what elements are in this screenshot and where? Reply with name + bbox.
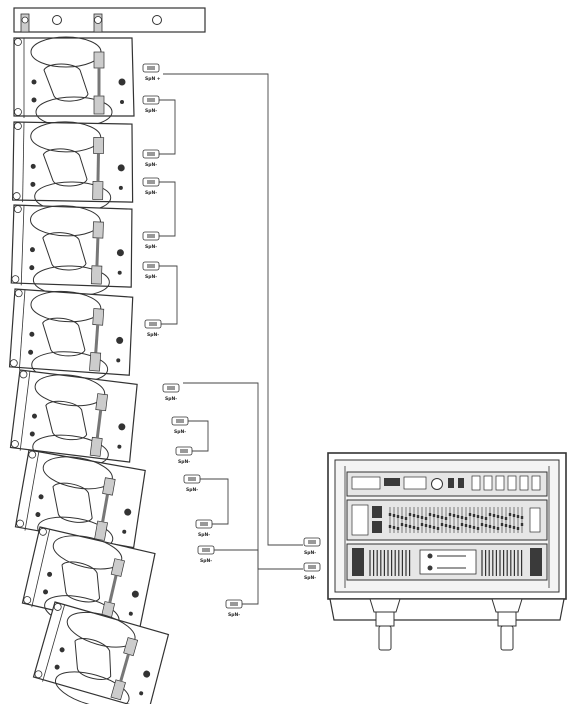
connector-label: SpN-	[165, 396, 177, 402]
speakon-connector-icon	[143, 150, 159, 158]
connector-label: SpN-	[147, 332, 159, 338]
connector-label: SpN-	[200, 558, 212, 564]
speakon-connector-icon	[143, 96, 159, 104]
feed-cables	[163, 74, 303, 569]
speaker-cabinet-1	[14, 37, 134, 127]
link-cables	[159, 100, 258, 604]
dsp-processor-icon	[347, 472, 547, 496]
caster-wheel-icon	[492, 599, 522, 650]
power-amplifier-icon	[347, 544, 547, 580]
speaker-cabinet-3	[11, 204, 134, 298]
speakon-connector-icon	[184, 475, 200, 483]
flybar-icon	[14, 8, 205, 32]
speakon-connector-icon	[304, 538, 320, 546]
connector-label: SpN-	[145, 162, 157, 168]
connector-label: SpN-	[145, 274, 157, 280]
caster-wheel-icon	[370, 599, 400, 650]
connector-label: SpN-	[145, 244, 157, 250]
speakon-connector-icon	[145, 320, 161, 328]
connector-label: SpN-	[178, 459, 190, 465]
speakon-connector-icon	[176, 447, 192, 455]
speakon-connector-icon	[143, 232, 159, 240]
connector-panels: SpN + SpN- SpN- SpN- SpN- SpN- SpN- SpN- SpN- SpN…	[143, 64, 242, 618]
connector-label: SpN-	[145, 190, 157, 196]
connector-label: SpN-	[174, 429, 186, 435]
amplifier-rack-icon	[328, 453, 566, 599]
speakon-connector-icon	[304, 563, 320, 571]
speakon-connector-icon	[143, 178, 159, 186]
speakon-connector-icon	[198, 546, 214, 554]
speakon-connector-icon	[172, 417, 188, 425]
connector-label: SpN +	[145, 76, 161, 82]
speakon-connector-icon	[143, 64, 159, 72]
speaker-cabinet-2	[12, 121, 134, 213]
road-case-icon	[330, 599, 564, 650]
rack-connector-label-2: SpN-	[304, 575, 316, 581]
speaker-cabinet-8	[30, 601, 170, 704]
speakon-connector-icon	[196, 520, 212, 528]
connector-label: SpN-	[145, 108, 157, 114]
connector-label: SpN-	[198, 532, 210, 538]
graphic-equalizer-icon	[347, 500, 547, 540]
connector-label: SpN-	[186, 487, 198, 493]
speakon-connector-icon	[226, 600, 242, 608]
speakon-connector-icon	[143, 262, 159, 270]
rack-connector-label-1: SpN-	[304, 550, 316, 556]
speaker-cabinet-stack	[9, 37, 171, 704]
rack-input-connectors: SpN- SpN-	[304, 538, 320, 581]
speakon-connector-icon	[163, 384, 179, 392]
connector-label: SpN-	[228, 612, 240, 618]
